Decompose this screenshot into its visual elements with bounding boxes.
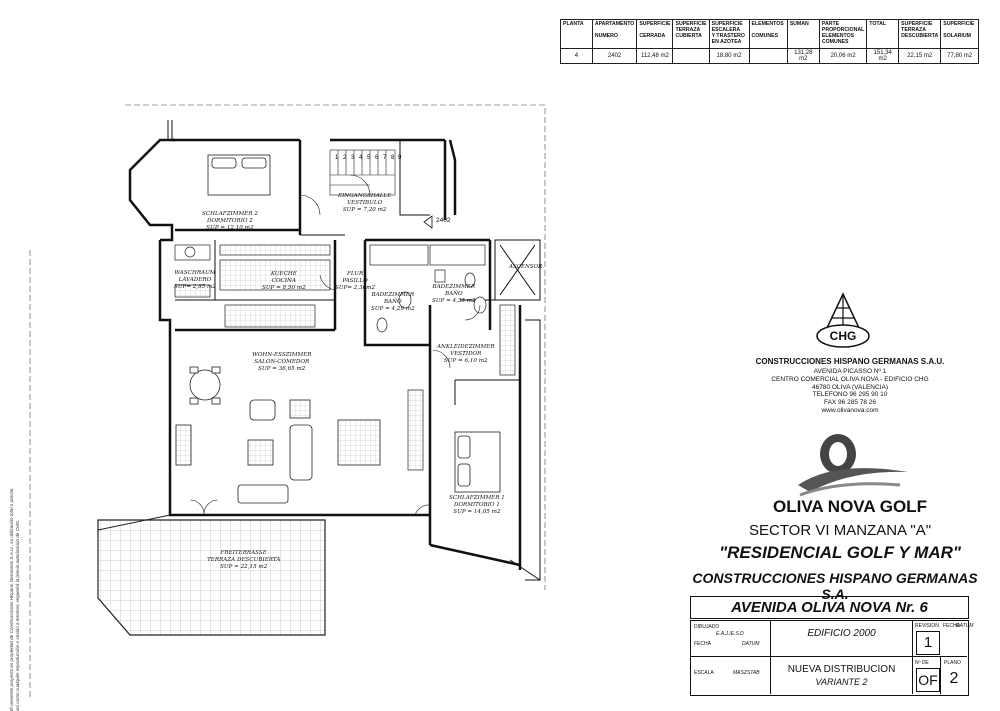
chg-logo-icon: [816, 292, 870, 348]
col-parte-proporcional: PARTE PROPORCIONAL ELEMENTOS COMUNES: [818, 19, 868, 49]
stair-num: 7: [383, 155, 387, 161]
company-name: CONSTRUCCIONES HISPANO GERMANAS S.A.U.: [755, 357, 945, 366]
area-table: PLANTA APARTAMENTO NUMERO SUPERFICIE CER…: [560, 19, 979, 64]
plano-label: PLANO: [944, 660, 961, 666]
stair-num: 8: [391, 155, 395, 161]
col-terraza-cubierta: SUPERFICIE TERRAZA CUBIERTA: [672, 19, 710, 49]
cell-terraza-descubierta: 22,15 m2: [898, 48, 942, 64]
col-terraza-descubierta: SUPERFICIE TERRAZA DESCUBIERTA: [898, 19, 942, 49]
apartment-number: 2402: [436, 217, 451, 224]
bed-1: [454, 431, 501, 493]
cell-terraza-cubierta: [672, 48, 710, 64]
plano-value: 2: [949, 670, 959, 687]
living-furniture: [175, 366, 381, 504]
col-total: TOTAL: [866, 19, 900, 49]
stairs: [329, 149, 396, 196]
dibujado-label: DIBUJADO: [694, 624, 720, 630]
edificio-label: EDIFICIO 2000: [807, 628, 876, 639]
maszstab-label: MASZSTAB: [733, 670, 760, 676]
stair-num: 4: [359, 155, 363, 161]
fecha-label: FECHA: [694, 641, 711, 647]
street-box: AVENIDA OLIVA NOVA Nr. 6: [690, 596, 969, 619]
bed-2: [207, 154, 271, 196]
title-block: [690, 620, 969, 696]
dibujado-value: E.A.J./E.S.D: [716, 631, 744, 637]
stair-num: 2: [343, 155, 347, 161]
plan-variant: VARIANTE 2: [815, 677, 868, 687]
area-table-row: 4 2402 112,48 m2 18,80 m2 131,28 m2 20,0…: [560, 48, 979, 64]
cell-suman: 131,28 m2: [786, 48, 820, 64]
kitchen: [219, 244, 331, 328]
revision-fecha-label: FECHA: [943, 623, 960, 629]
cell-total: 151,34 m2: [866, 48, 900, 64]
col-planta: PLANTA: [560, 19, 593, 49]
datum-label: DATUM: [742, 641, 760, 647]
cell-apartamento: 2402: [591, 48, 638, 64]
wardrobes: [407, 304, 516, 471]
cell-planta: 4: [560, 48, 593, 64]
chg-logo-text: CHG: [829, 329, 857, 343]
copyright-notice: El presente proyecto es propiedad de Con…: [9, 487, 20, 711]
thin-walls: [167, 120, 541, 581]
col-escalera-trastero: SUPERFICIE ESCALERA Y TRASTERO EN AZOTEA: [708, 19, 750, 49]
apartment-arrow-icon: [423, 215, 433, 229]
revision-datum-label: DATUM: [956, 623, 974, 629]
escala-label: ESCALA: [694, 670, 714, 676]
col-elementos-comunes: ELEMENTOS COMUNES: [748, 19, 788, 49]
golf-title: OLIVA NOVA GOLF: [773, 497, 927, 516]
stair-num: 3: [351, 155, 355, 161]
doors: [189, 194, 481, 516]
col-suman: SUMAN: [786, 19, 820, 49]
stair-num: 1: [335, 155, 339, 161]
stair-num: 9: [398, 155, 402, 161]
cell-escalera-trastero: 18,80 m2: [708, 48, 750, 64]
col-solarium: SUPERFICIE SOLARIUM: [940, 19, 979, 49]
stair-num: 6: [375, 155, 379, 161]
of-value: OF: [916, 668, 940, 692]
revision-label: REVISION: [915, 623, 939, 629]
plan-title: NUEVA DISTRIBUCION: [787, 664, 896, 675]
bathroom-fixtures: [369, 244, 487, 333]
no-de-label: Nº DE: [915, 660, 929, 666]
stair-numbers: 1 2 3 4 5 6 7 8 9: [335, 155, 402, 161]
project-street: AVENIDA OLIVA NOVA Nr. 6: [731, 599, 928, 616]
project-name: "RESIDENCIAL GOLF Y MAR": [719, 543, 961, 562]
room-ascensor: ASCENSOR: [509, 264, 543, 270]
dashed-boundaries: [29, 104, 546, 700]
area-table-header: PLANTA APARTAMENTO NUMERO SUPERFICIE CER…: [560, 19, 979, 49]
cell-elementos-comunes: [748, 48, 788, 64]
golf-logo-icon: [798, 434, 908, 497]
cell-parte-proporcional: 20,06 m2: [818, 48, 868, 64]
col-apartamento: APARTAMENTO NUMERO: [591, 19, 638, 49]
laundry: [174, 244, 211, 298]
project-sector: SECTOR VI MANZANA "A": [748, 522, 932, 539]
project-builder: CONSTRUCCIONES HISPANO GERMANAS S.A.: [692, 570, 978, 602]
cell-solarium: 77,80 m2: [940, 48, 979, 64]
cell-sup-cerrada: 112,48 m2: [636, 48, 674, 64]
terrace: [97, 514, 326, 636]
floor-plan: 1 2 3 4 5 6 7 8 9: [29, 104, 546, 700]
revision-value: 1: [916, 631, 940, 655]
col-sup-cerrada: SUPERFICIE CERRADA: [636, 19, 674, 49]
company-address: AVENIDA PICASSO Nº 1 CENTRO COMERCIAL OL…: [771, 368, 929, 414]
stair-num: 5: [367, 155, 371, 161]
